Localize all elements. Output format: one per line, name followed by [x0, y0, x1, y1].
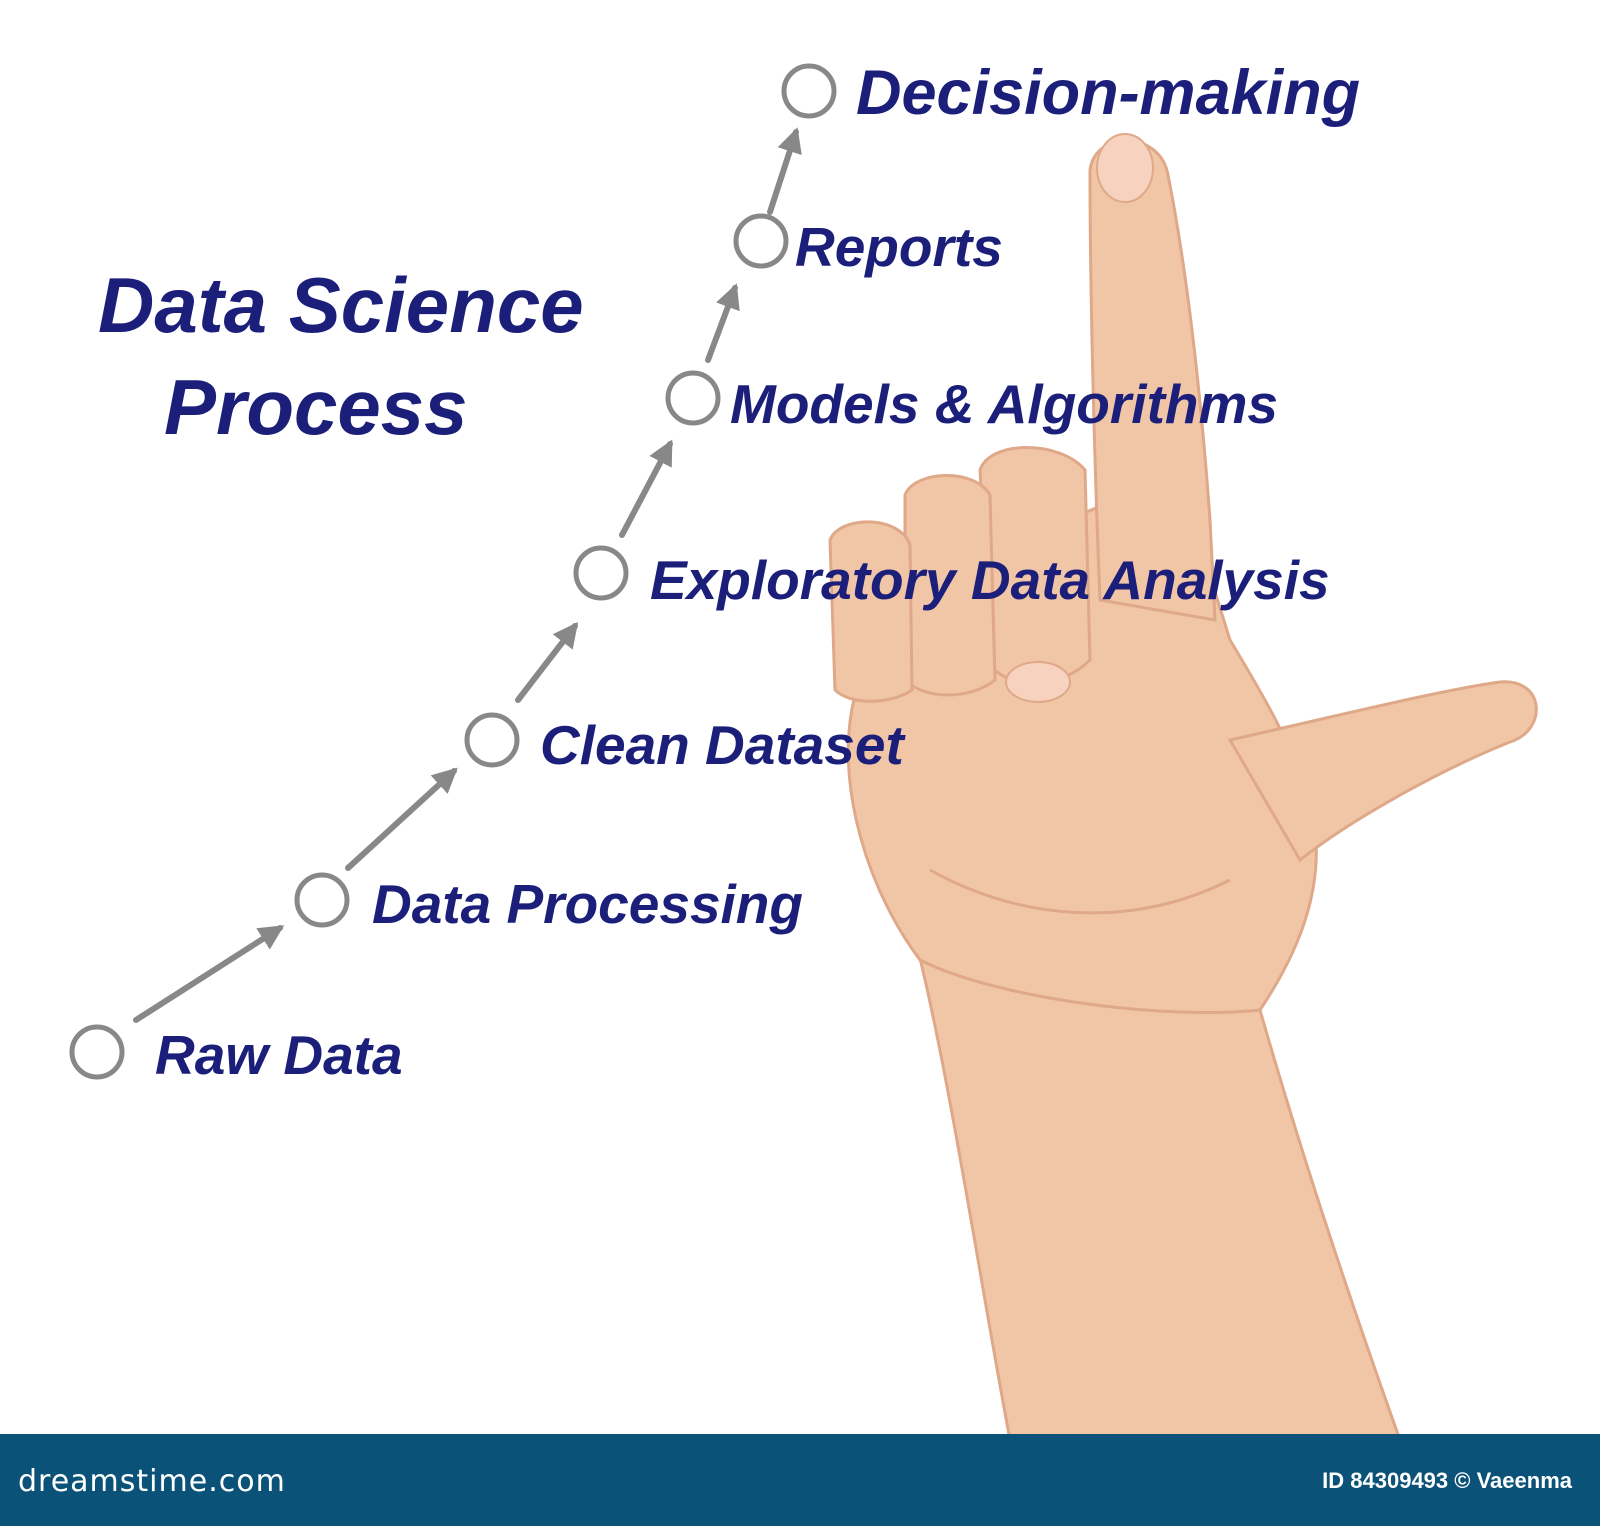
step-node-exploratory-data-analysis [573, 545, 629, 601]
process-nodes [69, 63, 837, 1080]
step-label-raw-data: Raw Data [155, 1024, 403, 1086]
arrow-clean-to-eda [515, 622, 579, 703]
arrow-eda-to-models [619, 439, 673, 538]
step-node-reports [733, 213, 789, 269]
footer-image-credit: ID 84309493 © Vaeenma [1322, 1468, 1572, 1493]
process-connectors [133, 127, 802, 1023]
step-label-data-processing: Data Processing [372, 873, 804, 935]
pointing-hand-illustration [828, 133, 1538, 1442]
diagram-title-line-2: Process [164, 363, 468, 451]
hand-forearm [915, 947, 1403, 1442]
hand-index-finger [1088, 139, 1217, 622]
hand-little-finger [828, 520, 914, 703]
step-node-decision-making [781, 63, 837, 119]
hand-thumb [1227, 680, 1538, 863]
diagram-title-line-1: Data Science [98, 261, 584, 349]
footer-bar: dreamstime.com ID 84309493 © Vaeenma [0, 1434, 1600, 1526]
step-label-decision-making: Decision-making [856, 58, 1361, 128]
hand-index-nail [1096, 133, 1154, 203]
step-node-models-algorithms [665, 370, 721, 426]
arrow-raw-to-processing [133, 925, 285, 1023]
step-node-clean-dataset [464, 712, 520, 768]
arrow-processing-to-clean [345, 767, 458, 871]
arrow-reports-to-decision [767, 127, 802, 215]
step-label-exploratory-data-analysis: Exploratory Data Analysis [650, 549, 1330, 611]
step-label-reports: Reports [795, 216, 1003, 278]
footer-brand-logo: dreamstime.com [18, 1464, 286, 1499]
arrow-models-to-reports [705, 283, 740, 363]
step-node-data-processing [294, 872, 350, 928]
hand-crease [929, 868, 1231, 915]
hand-middle-nail [1005, 661, 1071, 703]
hand-ring-finger [903, 474, 997, 697]
step-label-clean-dataset: Clean Dataset [540, 714, 904, 776]
step-node-raw-data [69, 1024, 125, 1080]
step-label-models-algorithms: Models & Algorithms [730, 373, 1278, 435]
